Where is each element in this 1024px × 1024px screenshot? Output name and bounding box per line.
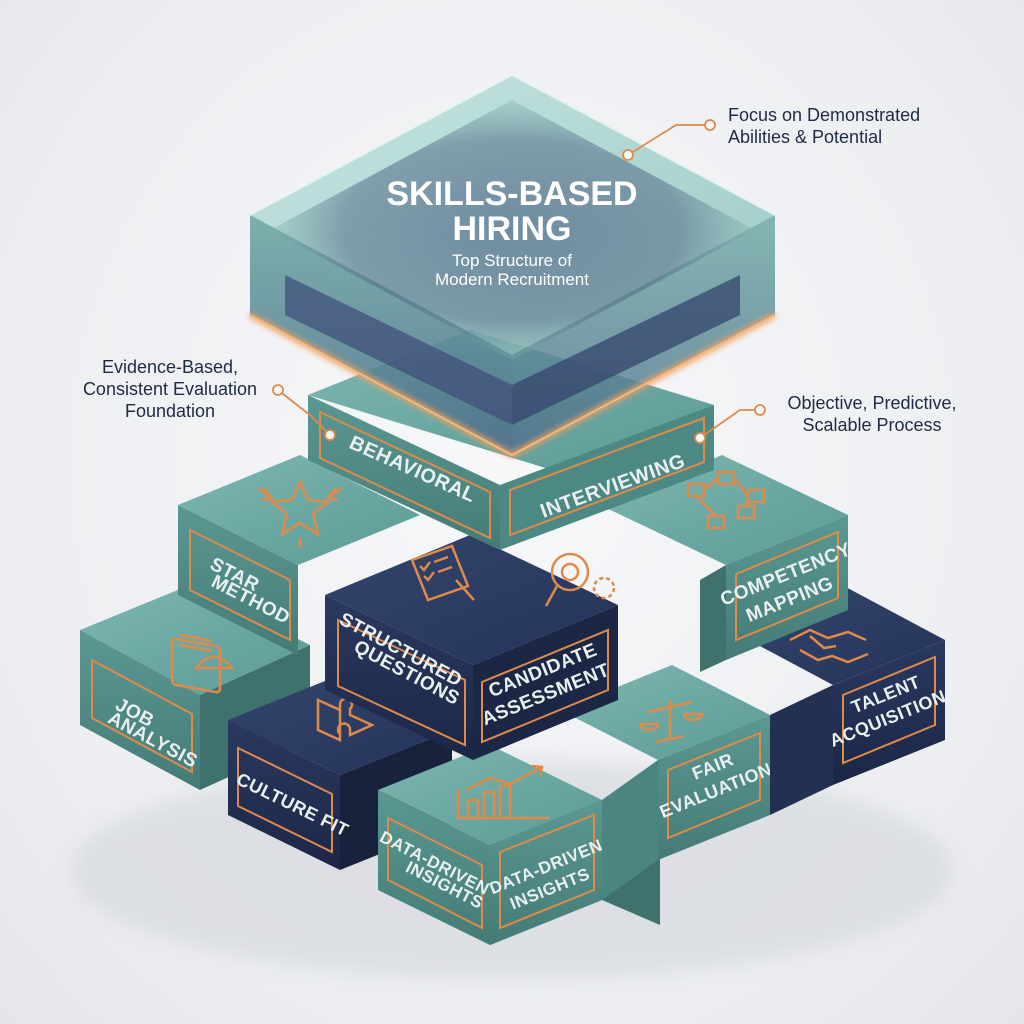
top-title-line2: HIRING: [453, 210, 572, 248]
star-arrows-icon: [257, 478, 343, 548]
clipboard-hardhat-icon: [170, 633, 235, 694]
block-job-analysis: JOB ANALYSIS: [80, 585, 310, 790]
puzzle-icon: [316, 697, 376, 742]
block-fair-evaluation: FAIR EVALUATION: [560, 665, 775, 900]
top-subtitle-line2: Modern Recruitment: [435, 270, 589, 289]
callout-left: Evidence-Based, Consistent Evaluation Fo…: [82, 357, 258, 421]
callout-lines: [272, 119, 766, 444]
checklist-clipboard-icon: [410, 544, 475, 602]
callout-top-right: Focus on Demonstrated Abilities & Potent…: [728, 105, 921, 147]
magnifier-gear-icon: [544, 552, 616, 607]
scales-icon: [638, 700, 704, 744]
callout-right: Objective, Predictive, Scalable Process: [787, 393, 957, 435]
block-competency-mapping: COMPETENCY MAPPING: [600, 455, 854, 672]
handshake-icon: [789, 628, 869, 664]
bar-chart-icon: [456, 764, 550, 820]
glass-top-block: SKILLS-BASED HIRING Top Structure of Mod…: [248, 73, 777, 459]
block-star-method: STAR METHOD: [178, 455, 420, 655]
flowchart-icon: [686, 470, 766, 530]
top-subtitle-line1: Top Structure of: [452, 251, 572, 270]
top-title-line1: SKILLS-BASED: [386, 175, 637, 213]
